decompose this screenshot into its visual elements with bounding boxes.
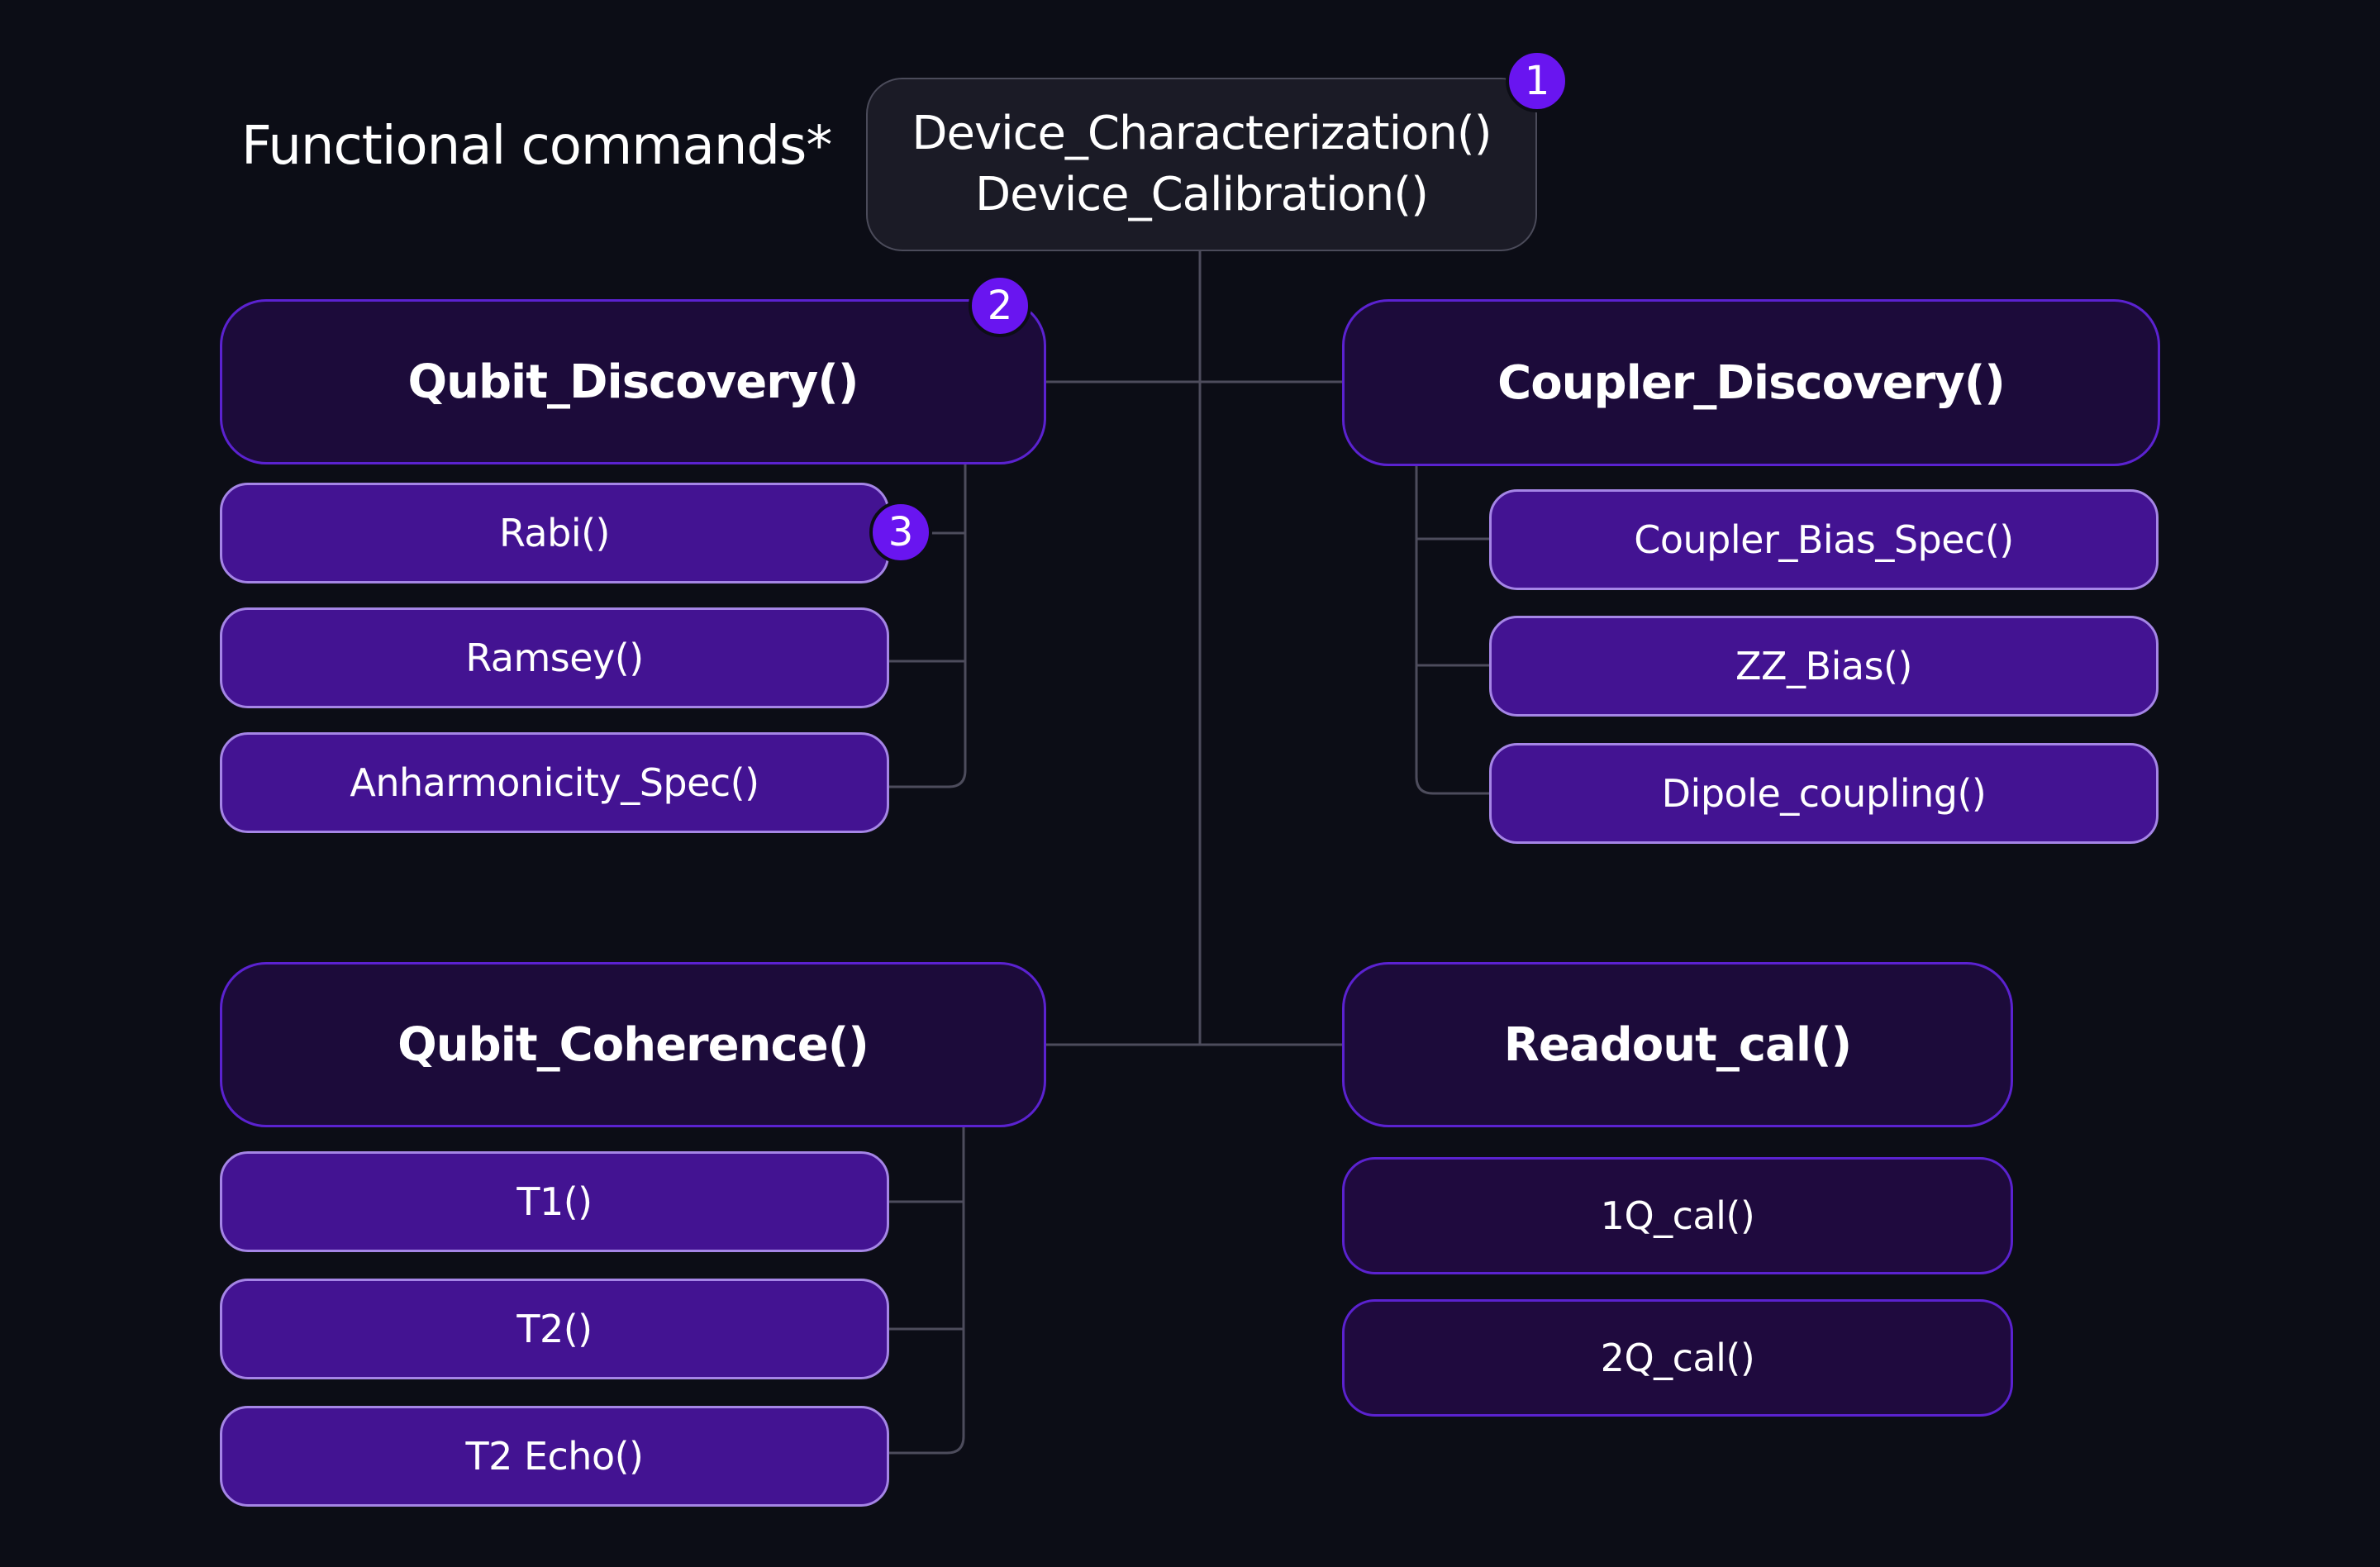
anharmonicity-spec-node[interactable]: Anharmonicity_Spec() (220, 732, 889, 833)
t1-node[interactable]: T1() (220, 1151, 889, 1252)
zz-bias-label: ZZ_Bias() (1735, 644, 1912, 688)
coupler-discovery-bracket (1415, 466, 1489, 795)
1q-cal-node[interactable]: 1Q_cal() (1342, 1157, 2013, 1274)
coupler-bias-spec-label: Coupler_Bias_Spec() (1634, 517, 2014, 562)
step-badge-2: 2 (969, 274, 1031, 337)
qubit-discovery-label: Qubit_Discovery() (407, 355, 859, 409)
t2-node[interactable]: T2() (220, 1279, 889, 1379)
dipole-coupling-label: Dipole_coupling() (1661, 771, 1987, 816)
rabi-label: Rabi() (498, 511, 611, 555)
qubit-coherence-bracket (889, 1127, 965, 1455)
t2-echo-node[interactable]: T2 Echo() (220, 1406, 889, 1507)
ramsey-label: Ramsey() (465, 636, 644, 680)
rabi-node[interactable]: Rabi() (220, 483, 889, 583)
zz-bias-node[interactable]: ZZ_Bias() (1489, 616, 2159, 717)
ramsey-node[interactable]: Ramsey() (220, 607, 889, 708)
coupler-discovery-label: Coupler_Discovery() (1497, 355, 2006, 410)
anharmonicity-spec-label: Anharmonicity_Spec() (350, 760, 759, 805)
t2-label: T2() (516, 1307, 593, 1351)
t1-label: T1() (516, 1179, 593, 1224)
t2-echo-label: T2 Echo() (465, 1434, 644, 1479)
2q-cal-node[interactable]: 2Q_cal() (1342, 1299, 2013, 1417)
qubit-coherence-node[interactable]: Qubit_Coherence() (220, 962, 1046, 1127)
coupler-bias-spec-node[interactable]: Coupler_Bias_Spec() (1489, 489, 2159, 590)
step-badge-1: 1 (1506, 50, 1568, 112)
step-badge-3: 3 (869, 501, 932, 564)
coupler-discovery-node[interactable]: Coupler_Discovery() (1342, 299, 2160, 466)
page-title: Functional commands* (241, 116, 832, 177)
root-label-characterization: Device_Characterization() (912, 107, 1492, 160)
dipole-coupling-node[interactable]: Dipole_coupling() (1489, 743, 2159, 844)
root-label-calibration: Device_Calibration() (975, 168, 1429, 221)
qubit-coherence-label: Qubit_Coherence() (397, 1017, 869, 1072)
1q-cal-label: 1Q_cal() (1600, 1193, 1755, 1238)
qubit-discovery-node[interactable]: Qubit_Discovery() (220, 299, 1046, 464)
root-node[interactable]: Device_Characterization() Device_Calibra… (866, 78, 1537, 251)
readout-cal-node[interactable]: Readout_cal() (1342, 962, 2013, 1127)
readout-cal-label: Readout_cal() (1503, 1017, 1852, 1072)
2q-cal-label: 2Q_cal() (1600, 1336, 1755, 1380)
